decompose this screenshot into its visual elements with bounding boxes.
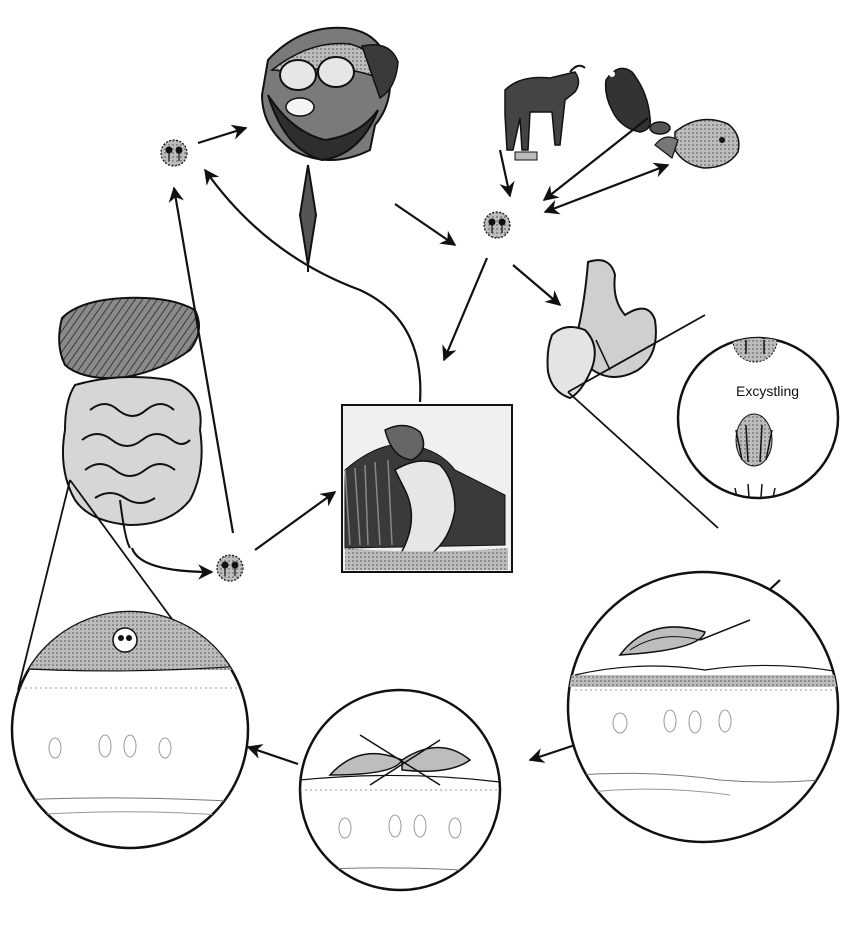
excystation-label: Excystling [736, 383, 799, 399]
cyst-icon [217, 555, 243, 581]
encystation-inset [10, 610, 255, 848]
excystation-inset: Excystling [678, 318, 838, 520]
trophozoite-icon [736, 414, 772, 466]
binary-fission-inset [300, 690, 500, 890]
cyst-icon [161, 140, 187, 166]
contaminated-water-environment [342, 405, 512, 572]
stomach-icon [548, 260, 656, 398]
cow-icon [505, 66, 585, 160]
beaver-icon [606, 68, 670, 134]
human-host-icon [262, 28, 398, 160]
water-drop-icon [300, 165, 316, 272]
cyst-icon [113, 628, 137, 652]
liver-intestines-icon [59, 298, 202, 548]
trophozoite-attachment-inset [565, 572, 841, 842]
cyst-icon [484, 212, 510, 238]
